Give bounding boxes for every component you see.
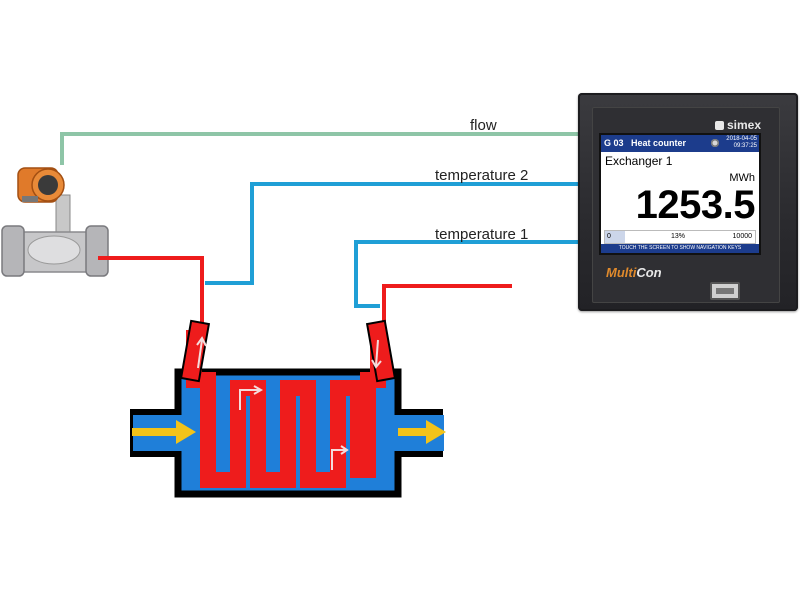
flowmeter-icon [1, 167, 109, 277]
flow-label: flow [470, 117, 497, 134]
screen-footer-hint: TOUCH THE SCREEN TO SHOW NAVIGATION KEYS [601, 244, 759, 253]
hot-pipe-lines [98, 256, 512, 332]
bar-percent-label: 13% [671, 233, 686, 240]
bar-max-label: 10000 [732, 233, 752, 240]
temperature-1-label: temperature 1 [435, 226, 529, 243]
product-name-suffix: Con [636, 265, 662, 280]
product-name: MultiCon [606, 265, 662, 280]
brand-logo: simex [715, 118, 761, 132]
clock-icon [711, 139, 719, 147]
product-name-prefix: Multi [606, 265, 637, 280]
progress-bar-fill [605, 231, 625, 243]
measured-value: 1253.5 [635, 183, 756, 227]
channel-name: Exchanger 1 [605, 154, 673, 168]
temperature-2-label: temperature 2 [435, 167, 529, 184]
brand-name: simex [727, 118, 762, 132]
screen-title: Heat counter [631, 138, 687, 148]
flow-wire [60, 132, 580, 165]
group-id: G 03 [604, 138, 624, 148]
brand-icon [715, 121, 724, 130]
cold-water-flow-arrows [132, 420, 446, 444]
value-unit: MWh [729, 172, 755, 184]
temperature-2-wire [205, 182, 580, 285]
temperature-1-wire [354, 240, 580, 308]
screen-time: 09:37:25 [733, 143, 757, 149]
coil-flow-arrows [196, 336, 382, 470]
progress-bar: 0 13% 10000 [604, 230, 756, 244]
usb-port[interactable] [710, 282, 740, 300]
bar-min-label: 0 [607, 233, 611, 240]
hot-water-coil [179, 319, 397, 488]
screen-date: 2018-04-05 [726, 136, 757, 142]
